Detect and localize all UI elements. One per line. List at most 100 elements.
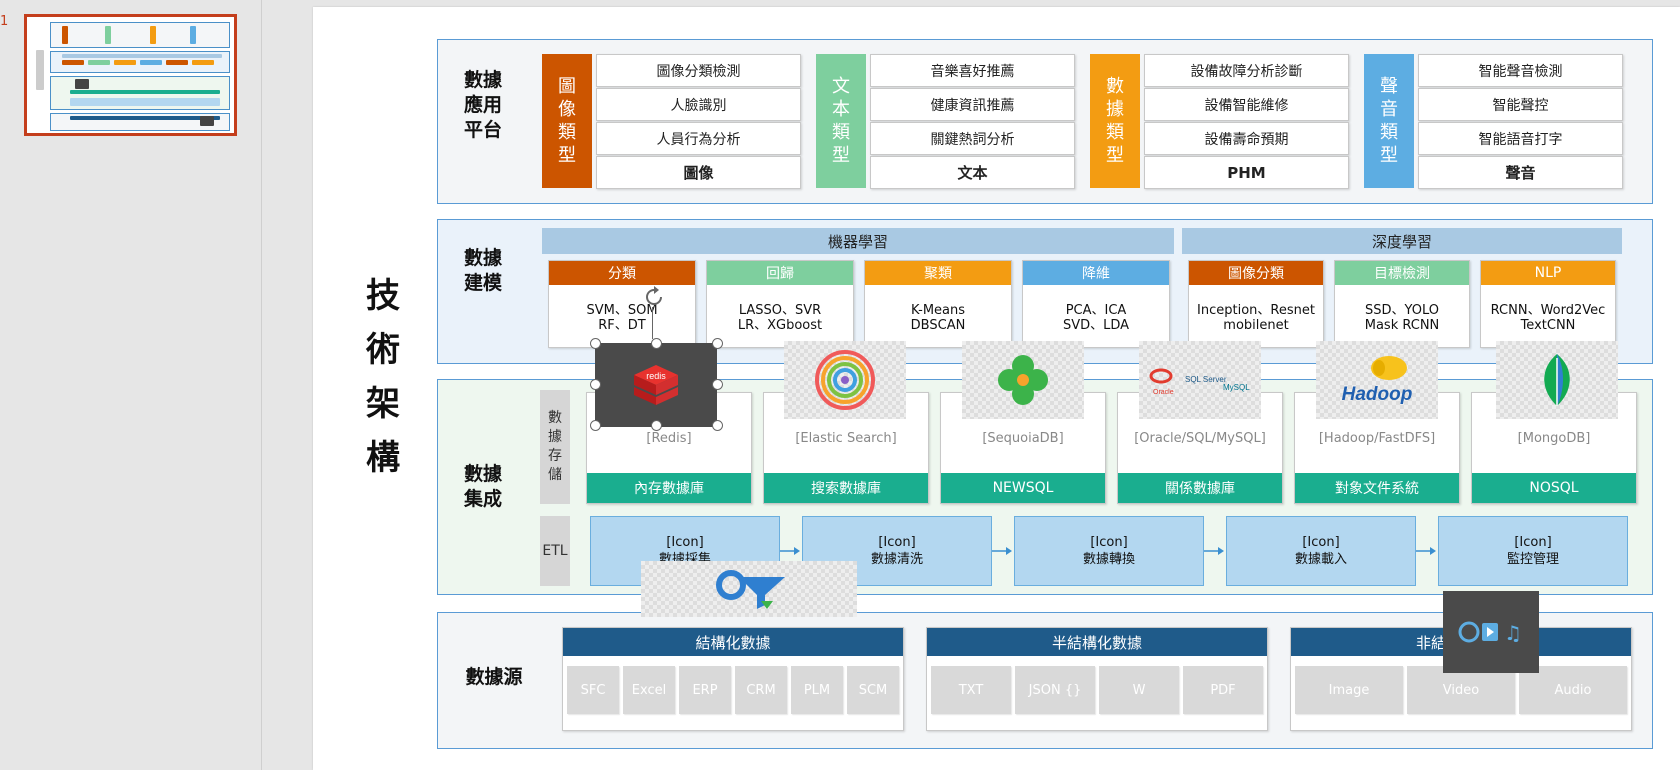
algo-line: Inception、Resnet <box>1197 303 1315 318</box>
app-item: 關鍵熱詞分析 <box>870 122 1075 155</box>
app-item: 智能聲控 <box>1418 88 1623 121</box>
app-summary: 文本 <box>870 156 1075 189</box>
algo-title: NLP <box>1481 261 1615 285</box>
etl-label: 數據轉換 <box>1082 552 1135 567</box>
algo-title: 目標檢測 <box>1335 261 1469 285</box>
sqlserver-logo-text: SQL Server <box>1185 375 1227 384</box>
etl-icon-placeholder: [Icon] <box>1302 535 1340 550</box>
app-item: 智能聲音檢測 <box>1418 54 1623 87</box>
section-label-model: 數據 建模 <box>463 247 502 294</box>
algo-title: 降維 <box>1023 261 1169 285</box>
elasticsearch-logo[interactable] <box>784 341 906 419</box>
arrow-right-icon <box>1416 547 1436 555</box>
storage-tag: 數據存儲 <box>540 390 570 504</box>
app-item: 人員行為分析 <box>596 122 801 155</box>
source-item: TXT <box>931 666 1011 714</box>
algo-line: LR、XGboost <box>737 318 823 333</box>
section-label-sources: 數據源 <box>465 666 523 688</box>
selection-handle[interactable] <box>651 338 662 349</box>
etl-label: 數據載入 <box>1294 552 1347 567</box>
etl-icon-placeholder: [Icon] <box>666 535 704 550</box>
etl-icon-placeholder: [Icon] <box>1090 535 1128 550</box>
type-bar-text: 文本類型 <box>816 54 866 188</box>
selection-handle[interactable] <box>712 420 723 431</box>
slide-thumbnail-pane: 1 <box>0 0 262 770</box>
store-name: [MongoDB] <box>1517 431 1591 446</box>
gear-funnel-icon <box>716 570 785 609</box>
source-item: Video <box>1407 666 1515 714</box>
hadoop-logo[interactable]: Hadoop <box>1316 341 1438 419</box>
mongodb-logo[interactable] <box>1496 341 1618 419</box>
source-item: SFC <box>567 666 619 714</box>
app-column-audio: 智能聲音檢測 智能聲控 智能語音打字 聲音 <box>1418 54 1623 190</box>
app-summary: 聲音 <box>1418 156 1623 189</box>
app-item: 音樂喜好推薦 <box>870 54 1075 87</box>
selection-handle[interactable] <box>590 420 601 431</box>
app-summary: PHM <box>1144 156 1349 189</box>
etl-step-transform: [Icon] 數據轉換 <box>1014 516 1204 586</box>
sequoiadb-logo[interactable] <box>962 341 1084 419</box>
source-item: PDF <box>1183 666 1263 714</box>
store-category: NOSQL <box>1472 473 1636 503</box>
algo-line: SVM、SOM <box>586 303 658 318</box>
source-item: CRM <box>735 666 787 714</box>
elasticsearch-icon <box>815 350 875 410</box>
arrow-right-icon <box>780 547 800 555</box>
source-group-title: 結構化數據 <box>563 628 903 656</box>
selection-handle[interactable] <box>712 338 723 349</box>
selection-handle[interactable] <box>712 379 723 390</box>
oracle-logo-text: Oracle <box>1153 389 1174 396</box>
music-note-glyph: ♫ <box>1504 621 1522 645</box>
section-label-integration: 數據 集成 <box>463 463 502 510</box>
algo-line: SVD、LDA <box>1062 318 1130 333</box>
algo-line: RF、DT <box>598 318 646 333</box>
algo-line: mobilenet <box>1223 318 1289 333</box>
rotate-handle-line <box>652 307 653 339</box>
section-app-platform: 數據 應用 平台 圖像類型 圖像分類檢測 人臉識別 人員行為分析 圖像 文本類型… <box>437 39 1653 204</box>
app-column-data: 設備故障分析診斷 設備智能維修 設備壽命預期 PHM <box>1144 54 1349 190</box>
oracle-sql-mysql-logo[interactable]: Oracle SQL Server MySQL <box>1139 341 1261 419</box>
app-item: 圖像分類檢測 <box>596 54 801 87</box>
source-item: ERP <box>679 666 731 714</box>
app-item: 人臉識別 <box>596 88 801 121</box>
store-name: [SequoiaDB] <box>982 431 1064 446</box>
redis-logo[interactable]: redis <box>595 343 717 427</box>
rotate-handle-icon[interactable] <box>642 285 666 309</box>
app-column-text: 音樂喜好推薦 健康資訊推薦 關鍵熱詞分析 文本 <box>870 54 1075 190</box>
algo-line: K-Means <box>910 303 966 318</box>
etl-filter-logo[interactable] <box>641 561 857 617</box>
etl-label: 監控管理 <box>1506 552 1559 567</box>
redis-logo-text: redis <box>646 371 666 381</box>
app-item: 健康資訊推薦 <box>870 88 1075 121</box>
app-item: 智能語音打字 <box>1418 122 1623 155</box>
algo-line: DBSCAN <box>910 318 966 333</box>
store-category: 內存數據庫 <box>587 473 751 503</box>
source-item: PLM <box>791 666 843 714</box>
etl-label: 數據清洗 <box>870 552 923 567</box>
hadoop-logo-text: Hadoop <box>1342 384 1413 405</box>
selection-handle[interactable] <box>651 420 662 431</box>
etl-icon-placeholder: [Icon] <box>1514 535 1552 550</box>
source-item: JSON {} <box>1015 666 1095 714</box>
etl-tag: ETL <box>540 516 570 586</box>
store-name: [Elastic Search] <box>795 431 897 446</box>
selection-handle[interactable] <box>590 379 601 390</box>
slide-thumbnail[interactable] <box>24 14 237 136</box>
media-logo[interactable]: ♫ <box>1443 591 1539 673</box>
algo-title: 聚類 <box>865 261 1011 285</box>
sequoiadb-icon <box>998 355 1048 405</box>
source-group-structured: 結構化數據 SFC Excel ERP CRM PLM SCM <box>562 627 904 731</box>
app-item: 設備智能維修 <box>1144 88 1349 121</box>
algo-title: 圖像分類 <box>1189 261 1323 285</box>
group-header-dl: 深度學習 <box>1182 228 1622 254</box>
store-name: [Oracle/SQL/MySQL] <box>1134 431 1266 446</box>
selection-handle[interactable] <box>590 338 601 349</box>
type-bar-audio: 聲音類型 <box>1364 54 1414 188</box>
slide[interactable]: 技術架構 數據 應用 平台 圖像類型 圖像分類檢測 人臉識別 人員行為分析 圖像… <box>313 7 1680 770</box>
algo-title: 分類 <box>549 261 695 285</box>
section-label-app: 數據 應用 平台 <box>463 69 502 141</box>
